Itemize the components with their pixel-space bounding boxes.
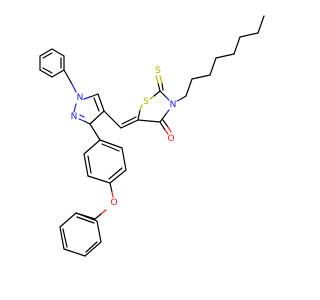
bond bbox=[215, 53, 235, 59]
bond bbox=[94, 213, 102, 220]
bond bbox=[39, 48, 53, 57]
pyrazole-ring bbox=[73, 93, 105, 125]
bond bbox=[209, 57, 217, 76]
bond bbox=[109, 169, 127, 184]
thiazolidinone-ring bbox=[137, 90, 170, 123]
bond bbox=[83, 153, 89, 177]
bond bbox=[96, 220, 102, 243]
bond bbox=[157, 82, 161, 92]
bond-double bbox=[85, 241, 98, 253]
bond bbox=[97, 93, 105, 112]
bond bbox=[73, 103, 77, 113]
bond bbox=[257, 15, 265, 34]
bond bbox=[75, 212, 98, 222]
bond-double bbox=[87, 155, 92, 174]
bond-double bbox=[62, 228, 68, 248]
atom-label-n3: N bbox=[170, 100, 177, 110]
bond bbox=[89, 123, 101, 141]
phenyl-ring-top bbox=[39, 48, 65, 78]
atom-label-n1: N bbox=[77, 93, 84, 103]
bond bbox=[155, 75, 159, 84]
molecule-canvas: N N N O O S S bbox=[39, 15, 265, 257]
bond-double bbox=[76, 216, 95, 224]
bond bbox=[71, 83, 77, 93]
bond-double bbox=[159, 75, 163, 84]
bond bbox=[176, 98, 182, 102]
bond-double bbox=[42, 67, 53, 74]
bond bbox=[233, 36, 241, 55]
bond bbox=[139, 104, 143, 111]
bond bbox=[39, 69, 53, 78]
bond bbox=[159, 121, 166, 131]
bond bbox=[78, 118, 85, 122]
bond bbox=[120, 119, 139, 129]
bond bbox=[83, 139, 101, 155]
bond bbox=[89, 110, 105, 125]
bond bbox=[121, 147, 127, 171]
bond bbox=[51, 69, 65, 78]
bond-double bbox=[108, 167, 123, 180]
atom-label-s-thione: S bbox=[155, 66, 161, 76]
bond bbox=[103, 110, 122, 129]
bond-double bbox=[162, 119, 169, 128]
benzyl-phenyl-ring bbox=[59, 212, 102, 257]
octyl-chain bbox=[176, 15, 265, 102]
bond-double bbox=[121, 116, 137, 125]
bond bbox=[63, 69, 73, 85]
bond-double bbox=[93, 97, 100, 112]
molecule-structure: N N N O O S S bbox=[39, 15, 265, 257]
bond-double bbox=[161, 82, 164, 91]
bond-double bbox=[79, 114, 85, 118]
bond bbox=[109, 182, 113, 193]
bond bbox=[63, 248, 86, 257]
bond bbox=[165, 96, 170, 101]
bond bbox=[191, 74, 211, 80]
bond-double bbox=[101, 143, 120, 152]
bond bbox=[99, 139, 123, 149]
bond bbox=[137, 119, 161, 123]
bond bbox=[159, 90, 167, 98]
bond-double bbox=[167, 126, 172, 133]
bond bbox=[185, 78, 193, 97]
bond bbox=[89, 93, 99, 98]
bond bbox=[59, 226, 65, 250]
bond bbox=[149, 95, 155, 100]
bond bbox=[59, 212, 77, 228]
phenylene-ring bbox=[83, 139, 127, 184]
atom-label-s-ring: S bbox=[143, 97, 149, 107]
bond bbox=[165, 109, 170, 115]
bond bbox=[111, 191, 114, 198]
bond bbox=[180, 95, 187, 100]
atom-label-o-carbonyl: O bbox=[167, 134, 174, 144]
bond bbox=[153, 90, 161, 97]
bond bbox=[239, 32, 259, 38]
bond bbox=[83, 96, 91, 100]
bond bbox=[100, 209, 107, 215]
bond bbox=[83, 120, 91, 125]
bond bbox=[159, 113, 167, 123]
bond bbox=[137, 109, 141, 121]
atom-label-n2: N bbox=[71, 112, 78, 122]
bond bbox=[164, 129, 169, 135]
bond-double bbox=[42, 52, 53, 59]
bond bbox=[84, 241, 102, 257]
atom-label-o-ether: O bbox=[110, 198, 117, 208]
bond bbox=[51, 48, 65, 57]
bond bbox=[87, 175, 111, 184]
